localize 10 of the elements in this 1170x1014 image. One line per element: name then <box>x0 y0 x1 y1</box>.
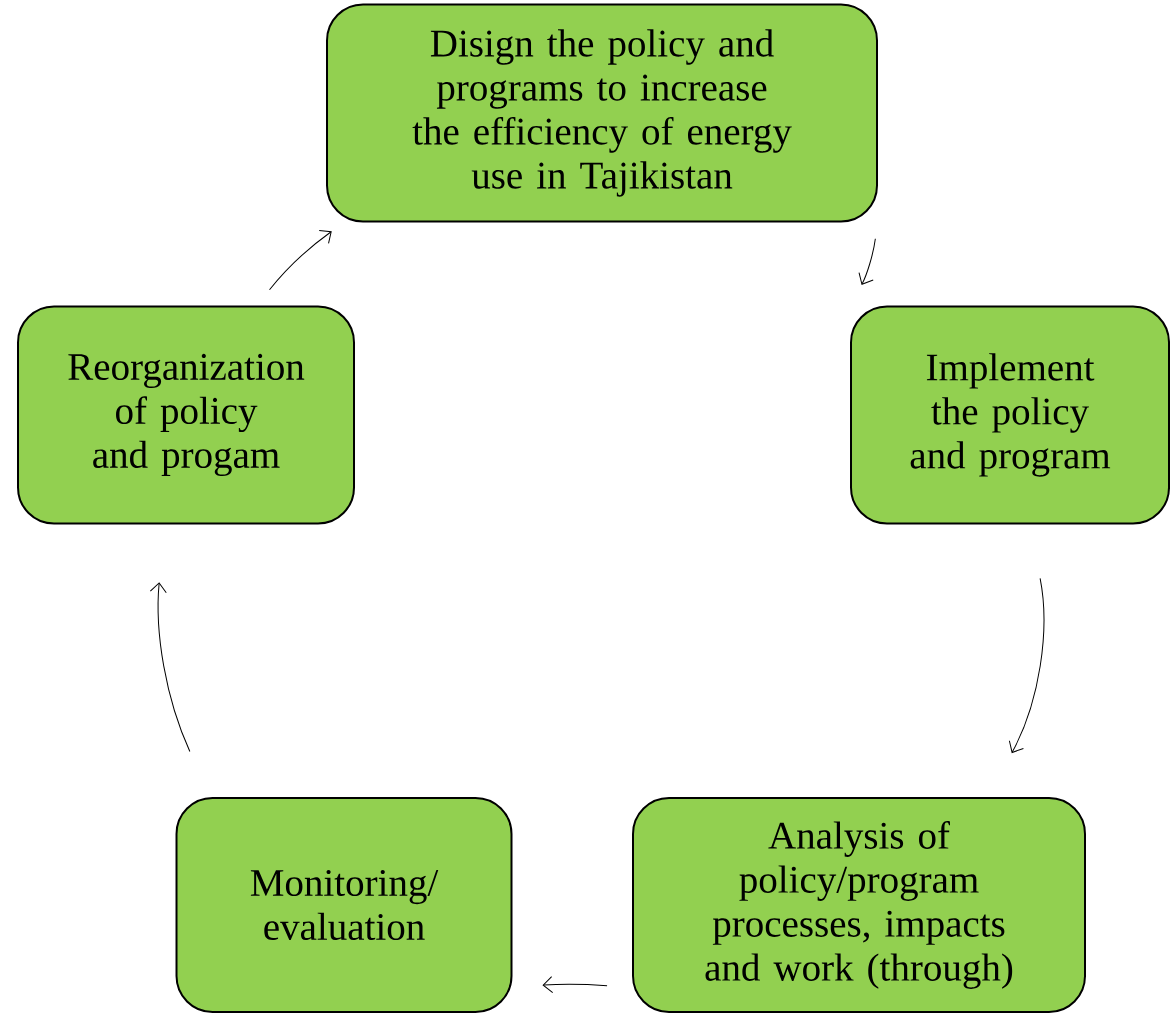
arrow <box>149 582 191 752</box>
arrow <box>1008 577 1045 753</box>
arrow <box>269 229 332 291</box>
process-box: Disign the policy and programs to increase the efficiency of energy use in Tajikistan <box>326 3 878 223</box>
process-box: Monitoring/ evaluation <box>175 797 513 1013</box>
process-box: Analysis of policy/program processes, impacts and work (through) <box>632 797 1086 1013</box>
arrow <box>858 238 876 285</box>
process-box: Reorganization of policy and progam <box>17 305 355 525</box>
process-box: Implement the policy and program <box>850 305 1170 525</box>
arrow <box>542 976 608 994</box>
